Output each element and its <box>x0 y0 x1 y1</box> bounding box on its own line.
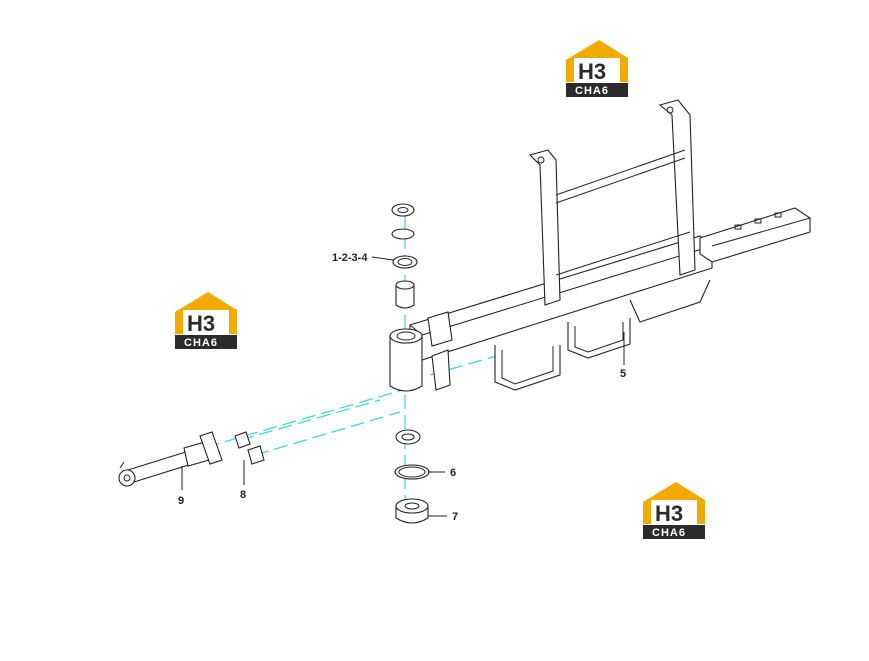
watermark-logo-top: H3 CHA6 <box>566 40 628 97</box>
lower-seal-and-nut <box>394 429 430 524</box>
callout-1-2-3-4: 1-2-3-4 <box>332 252 368 264</box>
logo-sub-text: CHA6 <box>652 527 686 539</box>
upper-bushing-stack <box>391 203 418 309</box>
logo-mark-text: H3 <box>578 59 606 84</box>
watermark-logo-left: H3 CHA6 <box>175 292 237 349</box>
callout-8: 8 <box>240 489 246 501</box>
callout-6: 6 <box>450 467 456 479</box>
callout-7: 7 <box>452 511 458 523</box>
tie-rod-part-9 <box>118 431 223 487</box>
watermark-logo-right: H3 CHA6 <box>643 482 705 539</box>
bolts-part-8 <box>234 431 265 465</box>
callout-labels: 1-2-3-4 5 6 7 8 9 <box>178 252 626 523</box>
main-beam-part-5 <box>409 99 811 391</box>
leader-lines <box>181 256 625 517</box>
logo-mark-text: H3 <box>187 311 215 336</box>
logo-sub-text: CHA6 <box>575 85 609 97</box>
logo-sub-text: CHA6 <box>184 337 218 349</box>
logo-mark-text: H3 <box>655 501 683 526</box>
pivot-sleeve <box>389 328 423 392</box>
callout-5: 5 <box>620 368 626 380</box>
callout-9: 9 <box>178 495 184 507</box>
